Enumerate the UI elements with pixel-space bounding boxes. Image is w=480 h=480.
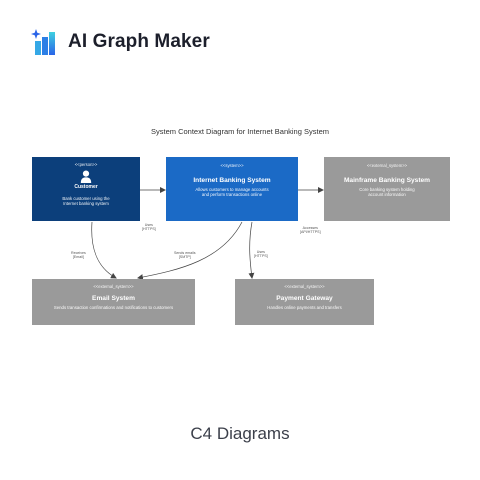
- edge-label-ibs-mbs: Accesses [API/HTTPS]: [300, 226, 321, 235]
- edge-label-line: [HTTPS]: [254, 254, 268, 259]
- mbs-description: Core banking system holding account info…: [324, 187, 450, 198]
- edge-ibs-payment: [248, 221, 255, 279]
- logo-icon: [30, 27, 60, 57]
- edge-label-customer-email: Receives [Email]: [71, 251, 86, 260]
- footer-title: C4 Diagrams: [190, 424, 290, 443]
- node-customer: <<person>> Customer Bank customer using …: [32, 157, 140, 221]
- diagram-title: System Context Diagram for Internet Bank…: [151, 127, 329, 136]
- node-mainframe-banking-system: <<external_system>> Mainframe Banking Sy…: [324, 157, 450, 221]
- edge-label-line: Accesses: [302, 226, 318, 230]
- node-email-system: <<external_system>> Email System Sends t…: [32, 279, 195, 325]
- payment-desc-line: Handles online payments and transfers: [267, 305, 342, 310]
- edge-label-ibs-email: Sends emails [SMTP]: [174, 251, 196, 260]
- mbs-name: Mainframe Banking System: [343, 177, 431, 184]
- edge-label-customer-ibs: Uses [HTTPS]: [142, 223, 156, 232]
- payment-stereotype: <<external_system>>: [284, 284, 325, 289]
- mbs-desc-line: Core banking system holding: [359, 187, 415, 192]
- edge-label-line: [Email]: [72, 255, 84, 260]
- customer-desc-line: Bank customer using the: [62, 196, 110, 201]
- ibs-description: Allows customers to manage accounts and …: [166, 187, 298, 198]
- customer-description: Bank customer using the Internet banking…: [32, 196, 140, 207]
- edge-label-line: Sends emails: [174, 251, 196, 255]
- edge-label-ibs-payment: Uses [HTTPS]: [254, 250, 268, 259]
- payment-name: Payment Gateway: [276, 295, 333, 302]
- node-payment-gateway: <<external_system>> Payment Gateway Hand…: [235, 279, 374, 325]
- edge-customer-email: [91, 221, 117, 279]
- brand-name: AI Graph Maker: [68, 31, 210, 52]
- edge-ibs-email: [137, 221, 243, 281]
- edge-label-line: Uses: [256, 250, 265, 254]
- edge-label-line: [SMTP]: [178, 255, 191, 260]
- ibs-stereotype: <<system>>: [220, 163, 244, 168]
- edge-label-line: Uses: [144, 223, 153, 227]
- email-name: Email System: [92, 295, 135, 302]
- person-icon: [80, 170, 92, 183]
- email-stereotype: <<external_system>>: [93, 284, 134, 289]
- customer-desc-line: Internet banking system: [63, 201, 109, 207]
- email-description: Sends transaction confirmations and noti…: [32, 305, 195, 310]
- customer-stereotype: <<person>>: [74, 162, 98, 167]
- node-internet-banking-system: <<system>> Internet Banking System Allow…: [166, 157, 298, 221]
- edge-label-line: [API/HTTPS]: [300, 230, 321, 235]
- mbs-desc-line: account information: [368, 192, 406, 198]
- ibs-desc-line: Allows customers to manage accounts: [195, 187, 269, 192]
- ibs-desc-line: and perform transactions online: [201, 192, 263, 198]
- mbs-stereotype: <<external_system>>: [366, 163, 408, 168]
- edge-label-line: Receives: [71, 251, 86, 255]
- payment-description: Handles online payments and transfers: [235, 305, 374, 310]
- ibs-name: Internet Banking System: [193, 177, 271, 184]
- app-header: AI Graph Maker: [30, 27, 210, 57]
- email-desc-line: Sends transaction confirmations and noti…: [53, 305, 174, 310]
- edge-label-line: [HTTPS]: [142, 227, 156, 232]
- customer-name: Customer: [74, 184, 98, 190]
